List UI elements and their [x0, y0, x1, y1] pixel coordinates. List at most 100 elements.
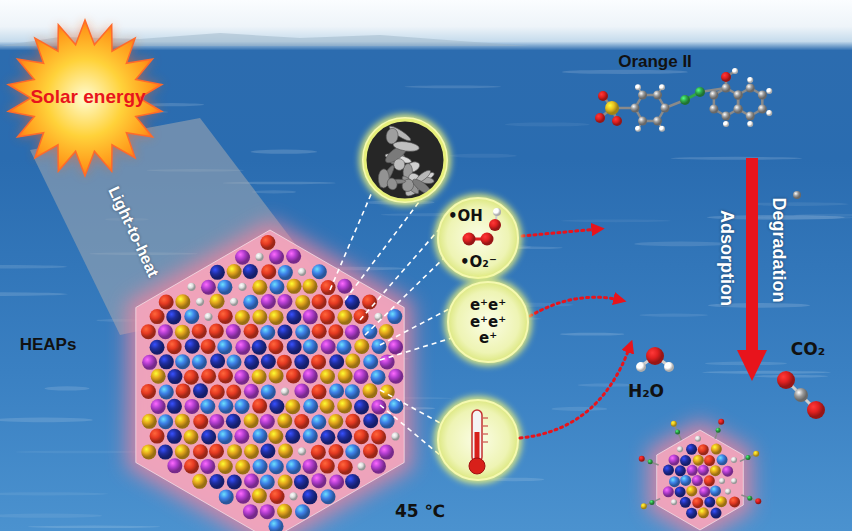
ripple: [702, 371, 831, 374]
dotted-arrow: [530, 297, 620, 316]
atom-ball: [329, 444, 344, 459]
atom-ball: [260, 325, 275, 340]
atom-ball: [253, 428, 268, 443]
atom-ball: [695, 436, 701, 442]
atom-ball: [193, 444, 208, 459]
atom-ball: [747, 496, 752, 501]
atom-ball: [371, 399, 386, 414]
atom-ball: [294, 474, 309, 489]
atom-ball: [286, 459, 301, 474]
circle-glow: [434, 396, 522, 484]
atom-ball: [261, 294, 276, 309]
cluster-glow: [648, 420, 752, 531]
atom-ball: [303, 339, 318, 354]
atom-ball: [605, 101, 619, 115]
circle-face: [438, 198, 518, 278]
atom-ball: [807, 401, 825, 419]
thermometer-circle: [434, 396, 522, 484]
atom-ball: [635, 84, 641, 90]
atom-ball: [321, 489, 336, 504]
atom-ball: [227, 355, 242, 370]
dashed-leader: [380, 390, 442, 424]
atom-ball: [709, 91, 718, 100]
atom-ball: [226, 324, 241, 339]
atom-ball: [175, 414, 190, 429]
atom-ball: [671, 499, 677, 505]
ripple: [640, 314, 708, 317]
atom-ball: [719, 478, 725, 484]
atom-ball: [638, 116, 647, 125]
atom-ball: [734, 105, 743, 114]
product-label: H₂O: [628, 382, 664, 402]
atom-ball: [648, 459, 653, 464]
atom-ball: [661, 104, 670, 113]
atom-ball: [269, 250, 284, 265]
atom-ball: [192, 324, 207, 339]
atom-ball: [659, 126, 665, 132]
atom-ball: [175, 325, 190, 340]
atom-ball: [167, 369, 182, 384]
atom-ball: [337, 310, 352, 325]
atom-ball: [234, 370, 249, 385]
material-label: HEAPs: [20, 335, 77, 355]
atom-ball: [669, 476, 680, 487]
atom-ball: [320, 399, 335, 414]
atom-ball: [185, 339, 200, 354]
atom-ball: [379, 445, 394, 460]
dashed-leader: [330, 192, 372, 290]
ripple: [634, 242, 728, 247]
atom-ball: [252, 488, 267, 503]
thermometer-tube: [472, 410, 482, 462]
atom-ball: [692, 497, 703, 508]
atom-ball: [167, 339, 182, 354]
charge-label: e⁺: [479, 330, 497, 347]
atom-ball: [244, 474, 259, 489]
glow-circle: e⁺e⁺e⁺e⁺e⁺: [448, 282, 528, 362]
atom-ball: [201, 280, 216, 295]
cluster-glow: [127, 220, 413, 531]
atom-ball: [746, 112, 755, 121]
atom-ball: [150, 309, 165, 324]
atom-ball: [269, 459, 284, 474]
atom-ball: [260, 235, 275, 250]
atom-ball: [777, 371, 795, 389]
atom-ball: [255, 253, 263, 261]
atom-ball: [653, 91, 662, 100]
atom-ball: [227, 444, 242, 459]
atom-ball: [794, 388, 808, 402]
atom-ball: [731, 457, 737, 463]
atom-ball: [260, 443, 275, 458]
orange-ii-molecule: [595, 68, 772, 132]
ripple: [45, 386, 90, 390]
dashed-leader: [345, 198, 422, 300]
atom-ball: [303, 399, 318, 414]
process-arrow-shaft: [746, 158, 758, 352]
process-arrow-head: [737, 350, 767, 381]
atom-ball: [243, 264, 258, 279]
atom-ball: [158, 414, 173, 429]
atom-ball: [227, 475, 242, 490]
atom-ball: [595, 113, 605, 123]
atom-ball: [269, 368, 284, 383]
atom-ball: [252, 399, 267, 414]
atom-ball: [710, 485, 721, 496]
atom-ball: [710, 465, 721, 476]
atom-ball: [734, 91, 743, 100]
atom-ball: [329, 354, 344, 369]
atom-ball: [302, 459, 317, 474]
circle-glow: [434, 194, 522, 282]
atom-ball: [354, 339, 369, 354]
atom-ball: [722, 466, 733, 477]
atom-ball: [167, 458, 182, 473]
atom-ball: [766, 110, 772, 116]
dye-label: Orange II: [618, 52, 692, 72]
atom-ball: [653, 116, 662, 125]
atom-ball: [294, 414, 309, 429]
atom-ball: [252, 369, 267, 384]
atom-ball: [635, 126, 641, 132]
atom-ball: [268, 429, 283, 444]
atom-ball: [303, 309, 318, 324]
atom-ball: [298, 447, 306, 455]
atom-ball: [244, 444, 259, 459]
atom-ball: [260, 475, 275, 490]
